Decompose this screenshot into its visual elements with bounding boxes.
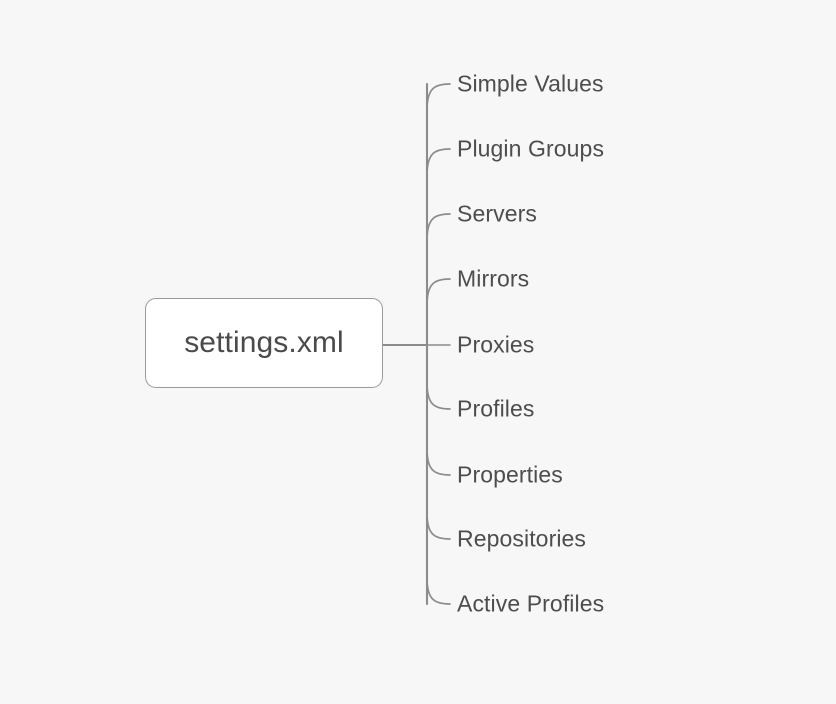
branch-label[interactable]: Proxies <box>457 331 535 358</box>
branch-label[interactable]: Simple Values <box>457 70 604 97</box>
branch-connector-1 <box>426 148 451 176</box>
branch-label[interactable]: Active Profiles <box>457 590 605 617</box>
branch-connector-0 <box>426 83 451 111</box>
branch-label[interactable]: Profiles <box>457 395 535 422</box>
branch-label[interactable]: Properties <box>457 461 563 488</box>
branch-connectors <box>381 82 451 606</box>
branch-connector-3 <box>426 278 451 306</box>
branch-label[interactable]: Plugin Groups <box>457 135 605 162</box>
branch-label[interactable]: Mirrors <box>457 265 530 292</box>
branch-label[interactable]: Repositories <box>457 525 587 552</box>
branch-connector-5 <box>426 382 451 410</box>
root-node-label: settings.xml <box>184 326 344 359</box>
branch-label[interactable]: Servers <box>457 200 537 227</box>
branch-connector-2 <box>426 213 451 241</box>
branch-connector-6 <box>426 448 451 476</box>
root-node[interactable]: settings.xml <box>145 298 383 388</box>
branch-connector-7 <box>426 512 451 540</box>
branch-connector-8 <box>426 577 451 605</box>
